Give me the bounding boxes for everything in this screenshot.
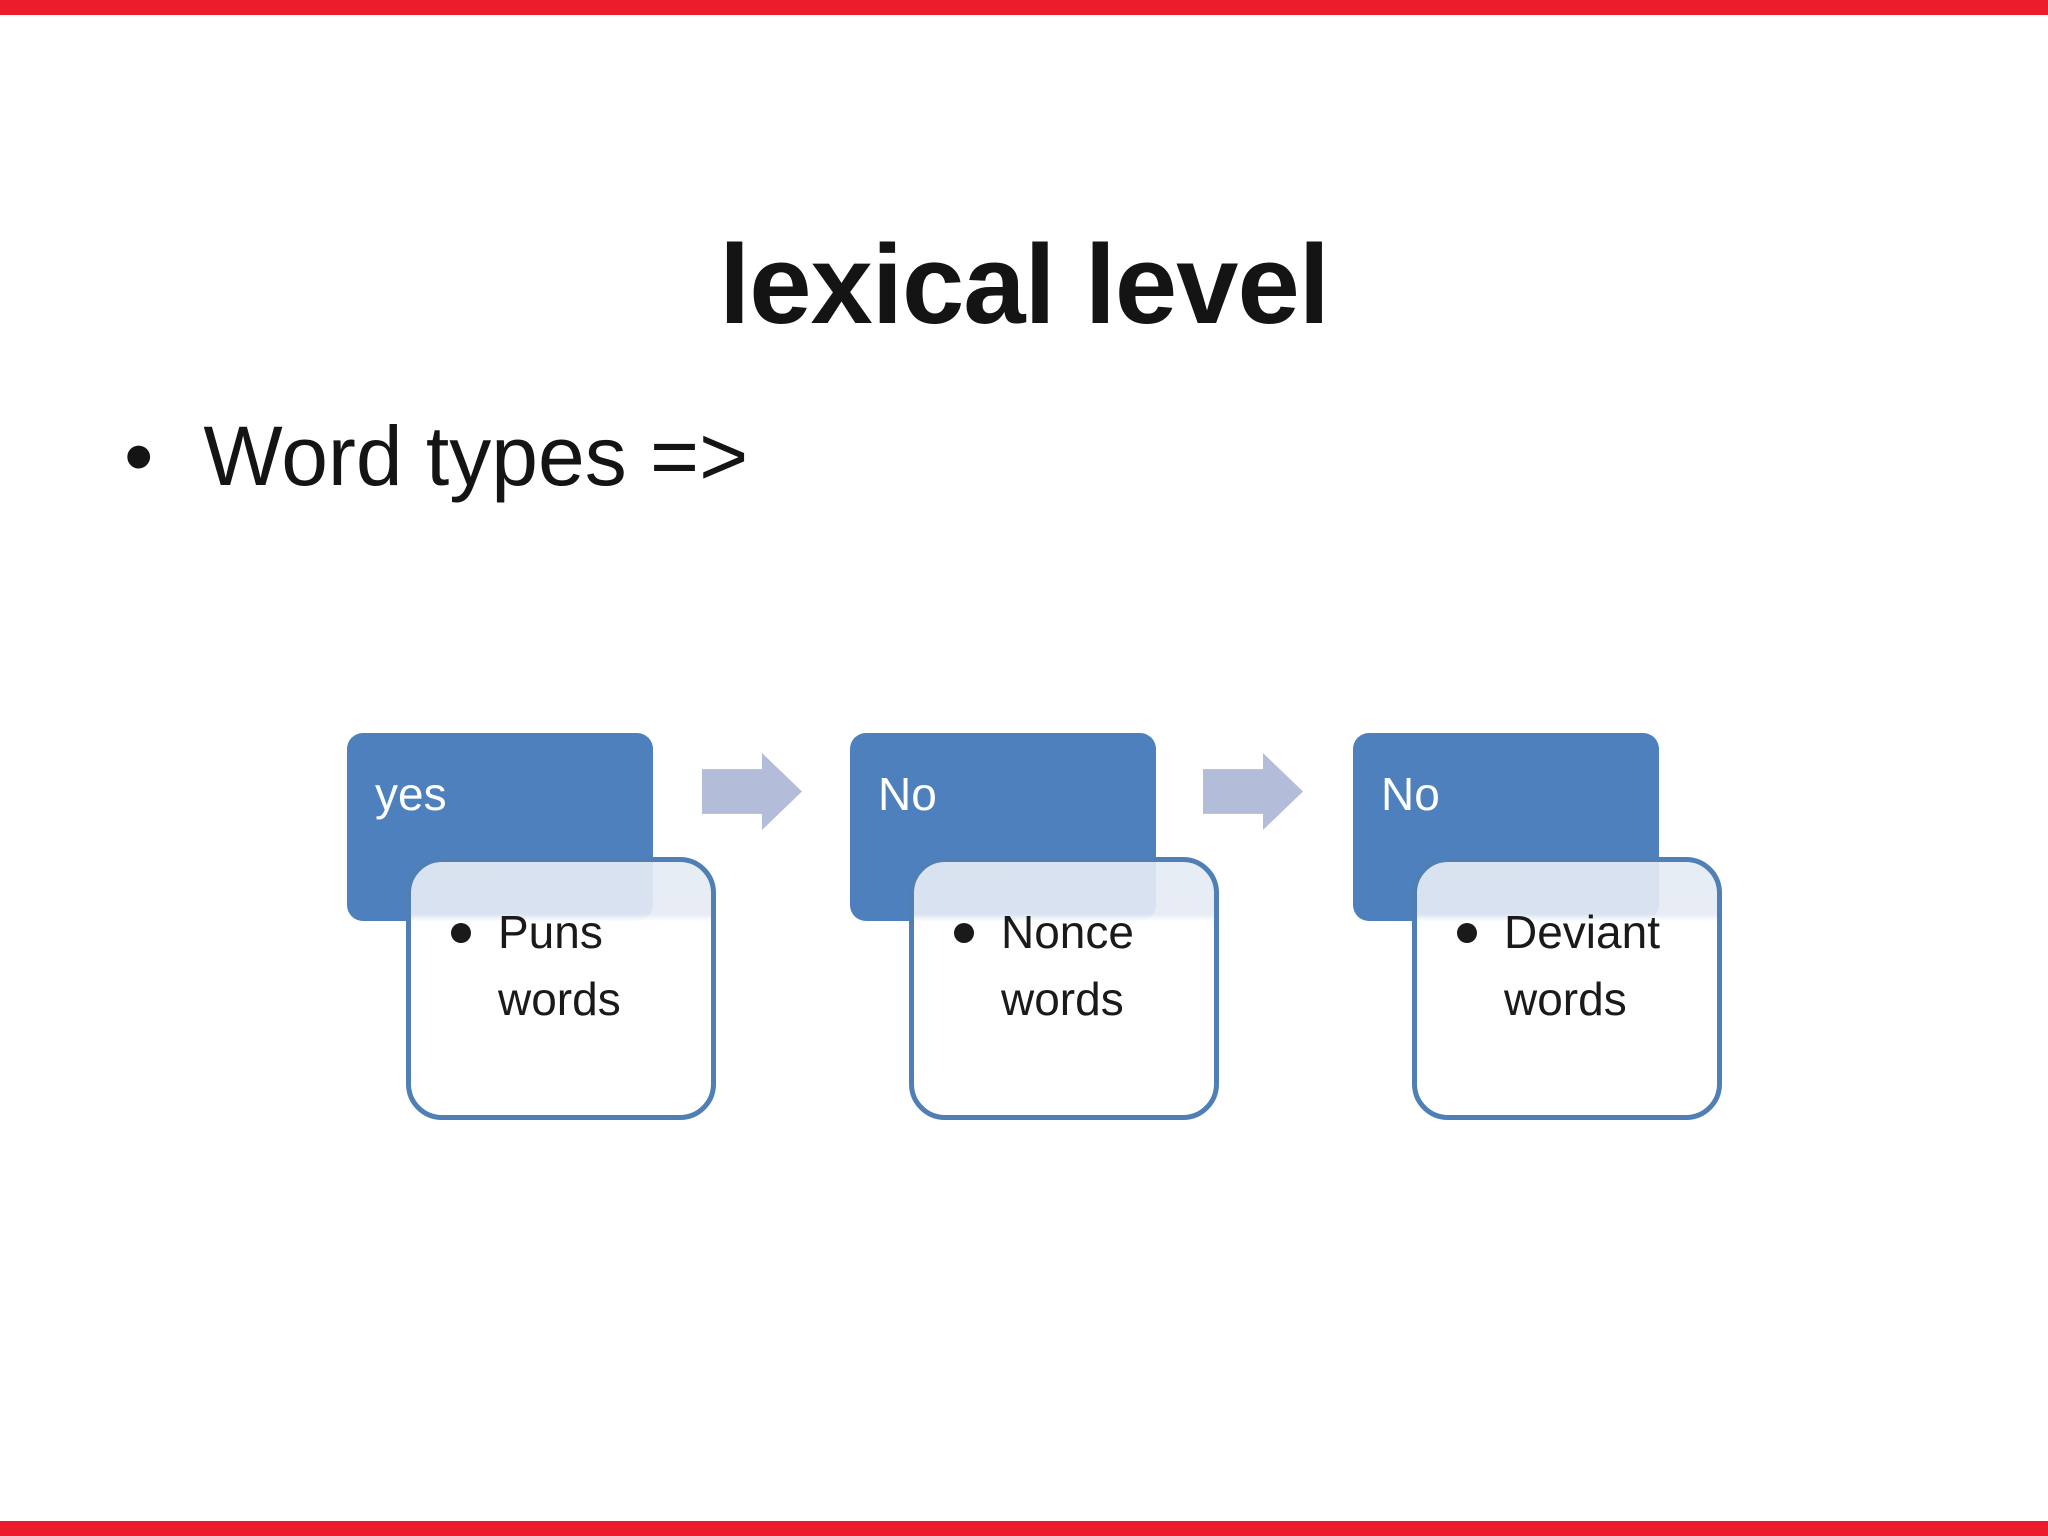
step-content-list: Deviant words: [1417, 862, 1717, 1033]
flow-step-puns: yes Puns words: [347, 733, 987, 1133]
step-label: yes: [375, 768, 447, 820]
list-item-line: Nonce: [1001, 906, 1134, 958]
list-item: Nonce words: [954, 899, 1208, 1033]
bullet-dot: •: [124, 409, 154, 503]
flow-step-deviant: No Deviant words: [1353, 733, 1993, 1133]
list-item-line: Puns: [498, 906, 603, 958]
list-bullet-dot: [1457, 923, 1477, 943]
slide-title: lexical level: [719, 222, 1330, 348]
letterbox-bar-bottom: [0, 1521, 2048, 1536]
bullet-text: Word types =>: [203, 409, 749, 503]
list-bullet-dot: [954, 923, 974, 943]
step-content-box: Deviant words: [1412, 857, 1722, 1120]
list-item-line: words: [1001, 973, 1124, 1025]
list-item: Puns words: [451, 899, 705, 1033]
letterbox-bar-top: [0, 0, 2048, 15]
list-item-line: Deviant: [1504, 906, 1660, 958]
bullet-item: • Word types =>: [124, 408, 748, 504]
step-content-box: Puns words: [406, 857, 716, 1120]
step-label: No: [1381, 768, 1440, 820]
step-content-list: Nonce words: [914, 862, 1214, 1033]
step-label: No: [878, 768, 937, 820]
list-item-line: words: [498, 973, 621, 1025]
step-content-list: Puns words: [411, 862, 711, 1033]
list-item-line: words: [1504, 973, 1627, 1025]
list-bullet-dot: [451, 923, 471, 943]
step-content-box: Nonce words: [909, 857, 1219, 1120]
flow-step-nonce: No Nonce words: [850, 733, 1490, 1133]
list-item: Deviant words: [1457, 899, 1711, 1033]
